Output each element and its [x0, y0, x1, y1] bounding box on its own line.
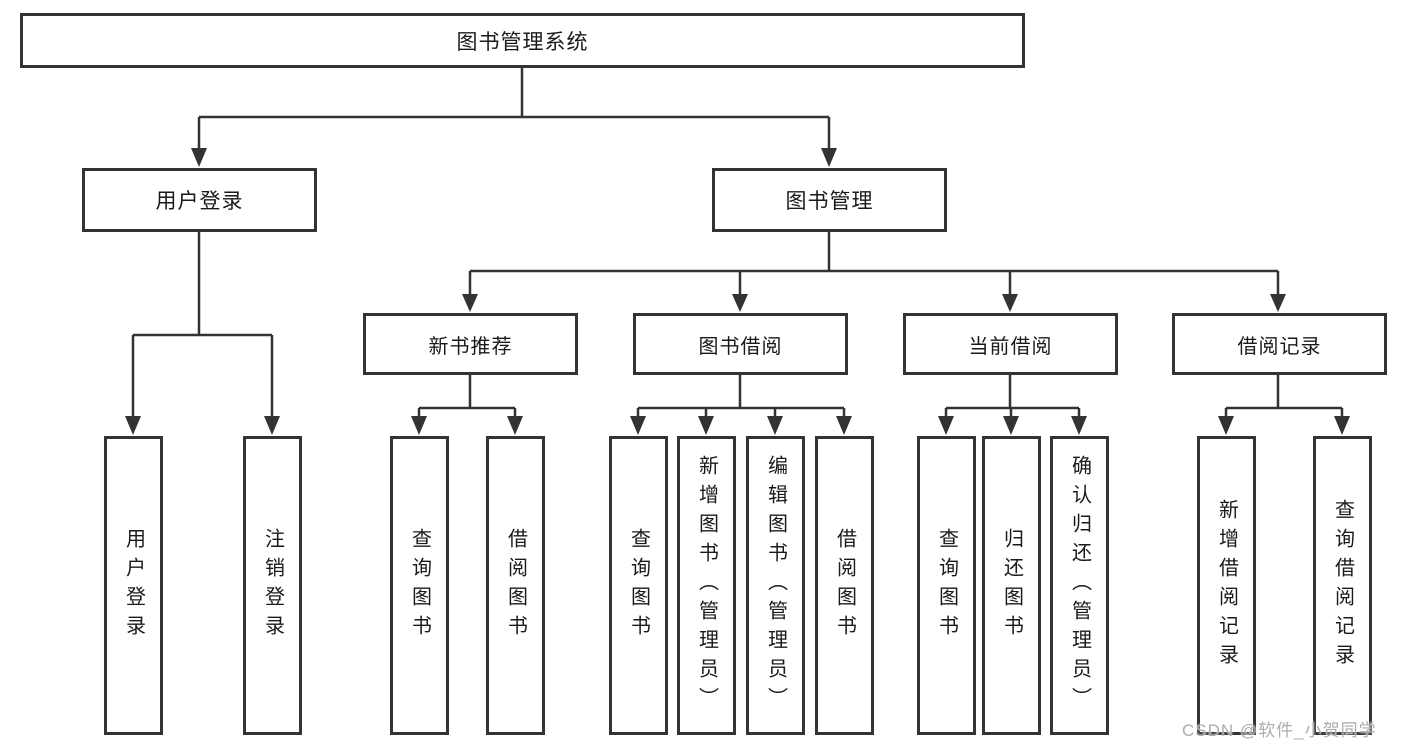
node-current-borrowing: 当前借阅 [903, 313, 1118, 375]
leaf-borrow-books-recommend: 借阅图书 [486, 436, 545, 735]
leaf-user-login: 用户登录 [104, 436, 163, 735]
leaf-add-book-admin: 新增图书（管理员） [677, 436, 736, 735]
leaf-query-borrow-record: 查询借阅记录 [1313, 436, 1372, 735]
node-borrowing-records: 借阅记录 [1172, 313, 1387, 375]
leaf-logout: 注销登录 [243, 436, 302, 735]
watermark: CSDN @软件_小贺同学 [1182, 721, 1377, 740]
node-user-login: 用户登录 [82, 168, 317, 232]
leaf-borrow-books: 借阅图书 [815, 436, 874, 735]
node-root: 图书管理系统 [20, 13, 1025, 68]
leaf-edit-book-admin: 编辑图书（管理员） [746, 436, 805, 735]
leaf-query-books-borrow: 查询图书 [609, 436, 668, 735]
leaf-return-books: 归还图书 [982, 436, 1041, 735]
leaf-query-books-recommend: 查询图书 [390, 436, 449, 735]
leaf-query-books-current: 查询图书 [917, 436, 976, 735]
leaf-add-borrow-record: 新增借阅记录 [1197, 436, 1256, 735]
node-book-borrowing: 图书借阅 [633, 313, 848, 375]
node-book-management: 图书管理 [712, 168, 947, 232]
node-new-book-recommend: 新书推荐 [363, 313, 578, 375]
leaf-confirm-return-admin: 确认归还（管理员） [1050, 436, 1109, 735]
